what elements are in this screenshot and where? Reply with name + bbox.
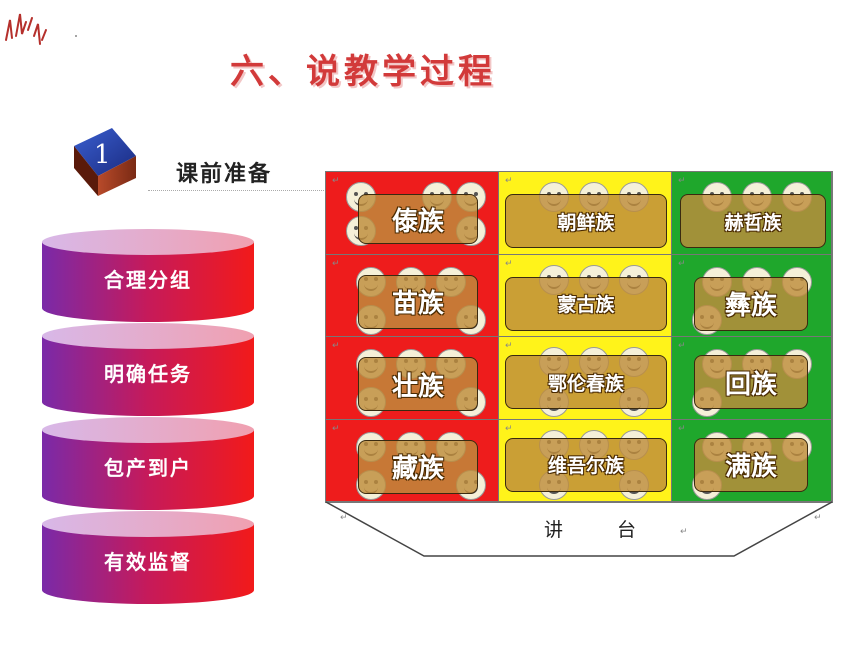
group-label: 壮族 (358, 357, 478, 411)
step-cylinder-4: 有效监督 (40, 510, 256, 606)
group-cell: ↵ 藏族 (326, 419, 499, 502)
corner-decoration (5, 13, 77, 45)
step-cylinder-3: 包产到户 (40, 416, 256, 512)
svg-text:↵: ↵ (680, 527, 688, 537)
step-label: 包产到户 (104, 456, 192, 480)
group-label: 彝族 (694, 276, 808, 331)
step-label: 有效监督 (104, 550, 192, 574)
group-label: 鄂伦春族 (505, 355, 667, 409)
group-label: 苗族 (358, 274, 478, 329)
svg-text:↵: ↵ (814, 513, 822, 523)
group-label: 藏族 (358, 439, 478, 494)
group-cell: ↵ 鄂伦春族 (499, 337, 672, 420)
group-label: 蒙古族 (505, 276, 667, 331)
group-cell: ↵ 维吾尔族 (499, 419, 672, 502)
step-cylinder-1: 合理分组 (40, 228, 256, 324)
step-label: 合理分组 (104, 268, 192, 292)
seating-grid: ↵ 傣族 ↵ 朝鲜族 ↵ 赫哲族 ↵ 苗族 ↵ 蒙古族 ↵ 彝族 ↵ 壮族 ↵ … (325, 171, 833, 503)
svg-text:↵: ↵ (340, 513, 348, 523)
step-cylinder-2: 明确任务 (40, 322, 256, 418)
group-cell: ↵ 傣族 (326, 172, 499, 255)
group-label: 赫哲族 (680, 194, 826, 248)
podium-label: 讲 台 (544, 519, 661, 541)
prep-divider (148, 190, 328, 191)
group-cell: ↵ 彝族 (672, 254, 832, 337)
group-cell: ↵ 蒙古族 (499, 254, 672, 337)
group-cell: ↵ 苗族 (326, 254, 499, 337)
podium-outline: ↵ ↵ ↵ (325, 501, 833, 557)
step-label: 明确任务 (104, 362, 192, 386)
group-cell: ↵ 满族 (672, 419, 832, 502)
step-number-badge: 1 (72, 126, 152, 198)
group-label: 朝鲜族 (505, 194, 667, 248)
group-label: 回族 (694, 355, 808, 409)
slide-title: 六、说教学过程 (230, 52, 496, 92)
group-label: 维吾尔族 (505, 437, 667, 492)
step-number: 1 (94, 140, 111, 170)
group-cell: ↵ 回族 (672, 337, 832, 420)
prep-label: 课前准备 (176, 162, 273, 187)
group-cell: ↵ 壮族 (326, 337, 499, 420)
group-label: 傣族 (358, 194, 478, 244)
group-cell: ↵ 朝鲜族 (499, 172, 672, 255)
group-label: 满族 (694, 437, 808, 492)
group-cell: ↵ 赫哲族 (672, 172, 832, 255)
